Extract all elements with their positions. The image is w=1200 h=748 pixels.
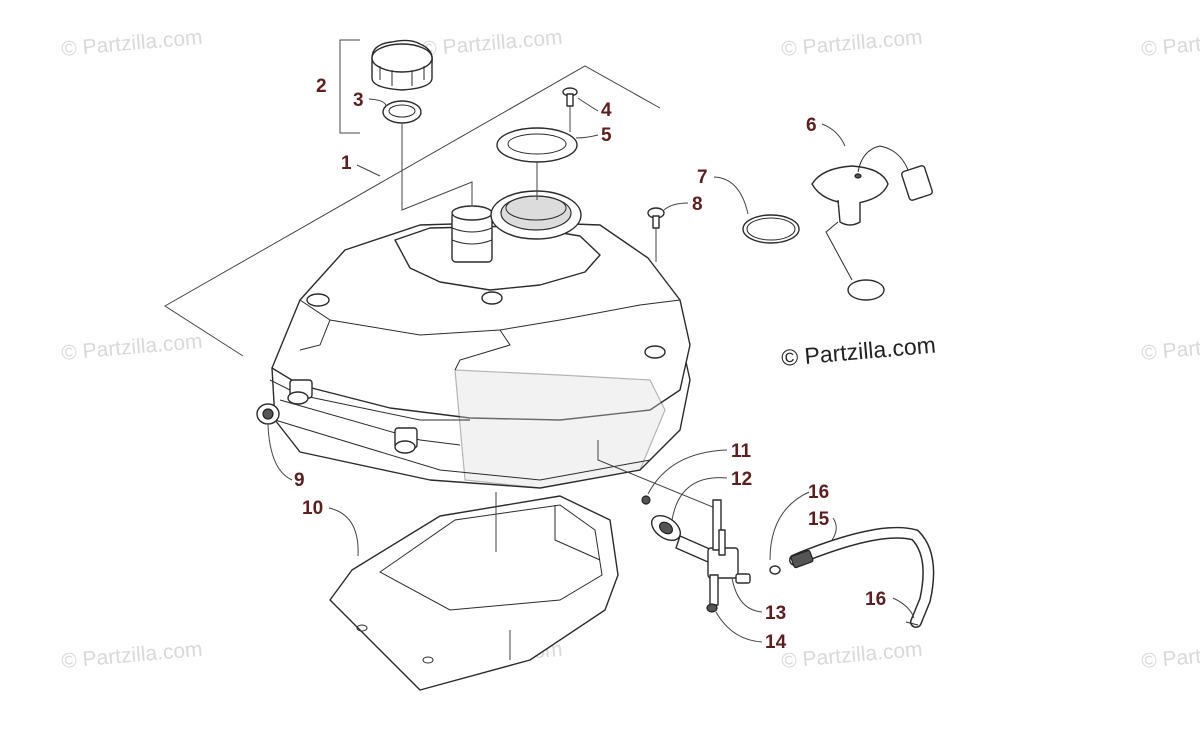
callout-7: 7 (697, 167, 708, 188)
watermark-text: © Partzilla.com (780, 638, 923, 673)
watermark-text: © Partzilla.com (1140, 638, 1200, 673)
pump-ring (496, 127, 578, 200)
watermark-text: © Partzilla.com (1140, 330, 1200, 365)
callout-6: 6 (806, 115, 817, 136)
callout-11: 11 (731, 441, 752, 462)
fuel-line (789, 526, 935, 628)
callout-2: 2 (316, 76, 327, 97)
watermark-text: © Partzilla.com (60, 330, 203, 365)
callout-12: 12 (731, 469, 752, 490)
pump-o-ring (742, 214, 800, 244)
fuel-level-sender (811, 145, 933, 301)
callout-1: 1 (341, 153, 352, 174)
callout-16-upper: 16 (808, 482, 829, 503)
valve-reference-line (597, 440, 721, 511)
callout-16-lower: 16 (865, 589, 886, 610)
hose-clamp (905, 621, 919, 626)
watermark-text: © Partzilla.com (780, 26, 923, 61)
callout-13: 13 (765, 603, 786, 624)
screw-8 (647, 207, 665, 262)
watermark-text: © Partzilla.com (60, 638, 203, 673)
callout-14: 14 (765, 632, 787, 653)
callout-10: 10 (302, 498, 323, 519)
watermark-text: © Partzilla.com (1140, 26, 1200, 61)
callout-9: 9 (294, 470, 305, 491)
leader-lines (267, 97, 915, 643)
screw-4 (562, 87, 578, 132)
cap-gasket (382, 100, 422, 124)
callout-8: 8 (692, 194, 703, 215)
fuel-valve (641, 495, 751, 613)
callout-3: 3 (353, 90, 364, 111)
watermark-text: © Partzilla.com (60, 26, 203, 61)
hose-clamp (769, 565, 781, 575)
skid-plate (329, 495, 619, 691)
fuel-tank (269, 190, 691, 489)
watermark-text: © Partzilla.com (420, 26, 563, 61)
cap-group-bracket (339, 39, 360, 134)
callout-4: 4 (601, 100, 612, 121)
callout-layer: 1 2 3 4 5 6 7 8 9 10 11 12 13 14 15 16 1… (294, 76, 886, 653)
callout-5: 5 (601, 125, 612, 146)
watermark-main: © Partzilla.com (780, 332, 937, 371)
grommet (256, 403, 280, 425)
assembly-outline (164, 65, 661, 357)
cap-centerline (401, 124, 473, 211)
fuel-cap (371, 39, 433, 91)
callout-15: 15 (808, 509, 830, 530)
